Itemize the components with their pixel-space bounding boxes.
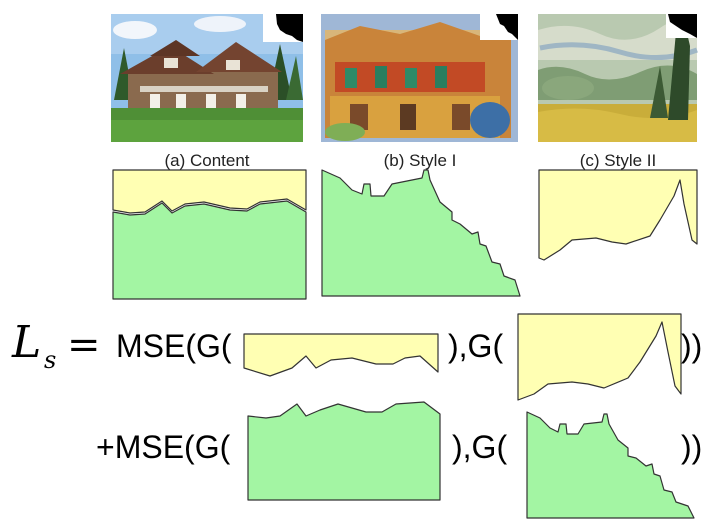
mse-mid-2: ),G( [452,429,507,465]
eq-content-sky-mask [243,333,439,377]
style1-caption: (b) Style I [384,151,457,170]
content-image [111,14,303,142]
mse-mid-1: ),G( [448,328,503,364]
mse-close-2: )) [681,429,702,465]
loss-symbol: L [11,317,41,368]
eq-style2-mask [517,313,682,401]
content-segmentation [112,169,307,300]
style2-caption: (c) Style II [580,151,657,170]
loss-subscript: s [44,346,56,374]
equation-row-2: +MSE(G( ),G( )) [96,401,702,519]
style2-image [538,14,698,142]
style1-image [321,14,518,142]
content-caption: (a) Content [164,151,249,170]
equation-row-1: L s = MSE(G( ),G( )) [11,313,702,401]
mse-close-1: )) [681,328,702,364]
mse-open-2: +MSE(G( [96,429,231,465]
eq-style1-mask [526,411,695,519]
style2-segmentation [538,169,698,261]
mse-open-1: MSE(G( [116,328,232,364]
style1-segmentation [321,169,521,297]
equals-sign: = [67,322,101,368]
eq-content-foreground-mask [247,401,441,501]
